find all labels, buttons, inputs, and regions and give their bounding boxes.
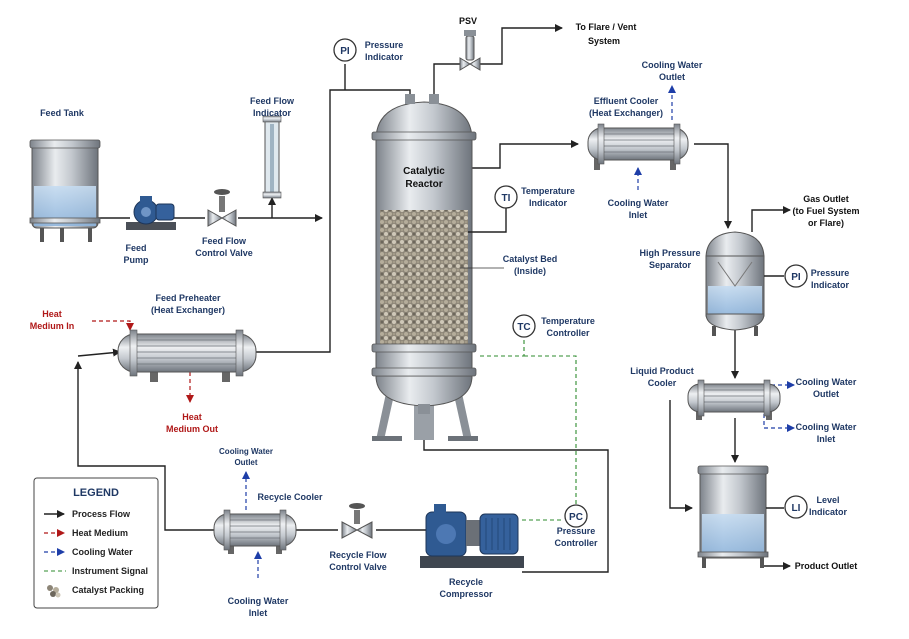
catalytic-reactor [371,94,478,441]
feed-flow-indicator-label-1: Feed Flow [250,96,295,106]
level-indicator-label-1: Level [816,495,839,505]
recycle-cooler-label: Recycle Cooler [257,492,323,502]
preheater-label-2: (Heat Exchanger) [151,305,225,315]
cw-inlet-recycle-label-1: Cooling Water [228,596,289,606]
legend-item-cooling-water: Cooling Water [72,547,133,557]
product-outlet-label: Product Outlet [795,561,858,571]
instrument-ti: TI [468,185,518,233]
legend: LEGEND Process Flow Heat Medium Cooling … [33,477,159,609]
feed-flow-control-valve [207,189,237,227]
instrument-li: LI [766,495,808,519]
catalyst-bed-label-1: Catalyst Bed [503,254,558,264]
pc-label-2: Controller [554,538,597,548]
legend-item-heat-medium: Heat Medium [72,528,128,538]
psv-label: PSV [459,16,477,26]
product-tank [697,465,769,568]
feed-flow-indicator [262,115,282,199]
process-lines [74,24,791,573]
feed-pump [126,196,176,230]
heat-in-label-2: Medium In [30,321,75,331]
pi-top-tag: PI [340,46,350,57]
pi-right-label-2: Indicator [811,280,850,290]
pc-label-1: Pressure [557,526,596,536]
pi-right-label-1: Pressure [811,268,850,278]
recycle-compressor [420,504,524,568]
liquid-cooler-label-1: Liquid Product [630,366,694,376]
level-indicator-label-2: Indicator [809,507,848,517]
gas-outlet-label-3: or Flare) [808,218,844,228]
cw-outlet-recycle-label-2: Outlet [234,458,257,467]
recycle-valve-label-2: Control Valve [329,562,387,572]
high-pressure-separator [705,231,765,336]
pc-tag: PC [569,512,583,523]
feed-pump-label-2: Pump [123,255,149,265]
flare-label-2: System [588,36,620,46]
instrument-tc: TC [512,314,536,338]
cw-inlet-top-label-1: Cooling Water [608,198,669,208]
gas-outlet-label-2: (to Fuel System [792,206,859,216]
instrument-pc: PC [564,504,588,528]
li-tag: LI [792,503,801,514]
heat-out-label-1: Heat [182,412,202,422]
effluent-cooler [587,123,689,170]
feed-flow-indicator-label-2: Indicator [253,108,292,118]
recycle-valve-label-1: Recycle Flow [329,550,387,560]
recycle-flow-control-valve [341,503,373,539]
legend-title: LEGEND [73,487,119,499]
heat-out-label-2: Medium Out [166,424,218,434]
tc-label-1: Temperature [541,316,595,326]
pi-top-label-2: Indicator [365,52,404,62]
feed-valve-label-1: Feed Flow [202,236,247,246]
effluent-cooler-label-2: (Heat Exchanger) [589,108,663,118]
cw-outlet-right-label-2: Outlet [813,389,839,399]
instrument-pi-right: PI [764,264,808,288]
ti-tag: TI [502,193,511,204]
gas-outlet-label-1: Gas Outlet [803,194,849,204]
preheater-label-1: Feed Preheater [155,293,221,303]
flare-label-1: To Flare / Vent [576,22,637,32]
ti-label-1: Temperature [521,186,575,196]
labels: PSV To Flare / Vent System Pressure Indi… [30,16,860,618]
feed-valve-label-2: Control Valve [195,248,253,258]
recycle-compressor-label-1: Recycle [449,577,483,587]
feed-tank [29,139,101,242]
cw-outlet-top-label-1: Cooling Water [642,60,703,70]
cw-outlet-right-label-1: Cooling Water [796,377,857,387]
effluent-cooler-label-1: Effluent Cooler [594,96,659,106]
cw-outlet-recycle-label-1: Cooling Water [219,447,273,456]
cw-inlet-top-label-2: Inlet [629,210,648,220]
hp-separator-label-1: High Pressure [639,248,700,258]
reactor-label-2: Reactor [405,179,442,190]
cw-inlet-right-label-2: Inlet [817,434,836,444]
liquid-cooler-label-2: Cooler [648,378,677,388]
ti-label-2: Indicator [529,198,568,208]
cw-inlet-right-label-1: Cooling Water [796,422,857,432]
instrument-pi-top: PI [333,38,357,62]
feed-tank-label: Feed Tank [40,108,85,118]
recycle-compressor-label-2: Compressor [439,589,493,599]
tc-label-2: Controller [546,328,589,338]
feed-preheater [117,329,257,382]
heat-in-label-1: Heat [42,309,62,319]
hp-separator-label-2: Separator [649,260,692,270]
psv-valve [459,30,481,71]
cw-inlet-recycle-label-2: Inlet [249,608,268,618]
legend-item-catalyst-packing: Catalyst Packing [72,585,144,595]
catalyst-packing-icon [47,585,61,598]
catalyst-bed-label-2: (Inside) [514,266,546,276]
feed-pump-label-1: Feed [125,243,146,253]
liquid-product-cooler [687,379,781,420]
cw-outlet-top-label-2: Outlet [659,72,685,82]
reactor-label-1: Catalytic [403,166,445,177]
utility-lines [92,85,795,578]
legend-item-instrument-signal: Instrument Signal [72,566,148,576]
pi-right-tag: PI [791,272,801,283]
pi-top-label-1: Pressure [365,40,404,50]
recycle-cooler [213,509,297,554]
tc-tag: TC [517,322,530,333]
legend-item-process-flow: Process Flow [72,509,131,519]
